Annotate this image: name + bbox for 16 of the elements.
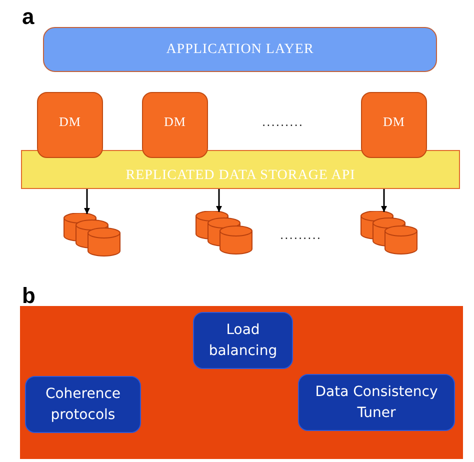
component-box: Load balancing — [193, 312, 293, 369]
layer-box: APPLICATION LAYER — [43, 27, 437, 72]
arrow — [216, 189, 222, 212]
panel-letter: b — [22, 283, 36, 309]
api-bar: REPLICATED DATA STORAGE API — [21, 150, 460, 189]
dm-box: DM — [37, 92, 103, 158]
arrow — [381, 189, 387, 212]
ellipsis: ......... — [262, 114, 304, 129]
component-box: Data Consistency Tuner — [298, 374, 455, 431]
component-box: Coherence protocols — [25, 376, 141, 433]
dm-box: DM — [361, 92, 427, 158]
dm-box: DM — [142, 92, 208, 158]
panel-background — [20, 306, 463, 459]
ellipsis: ......... — [280, 227, 322, 242]
panel-letter: a — [22, 4, 34, 30]
arrow — [84, 189, 90, 214]
